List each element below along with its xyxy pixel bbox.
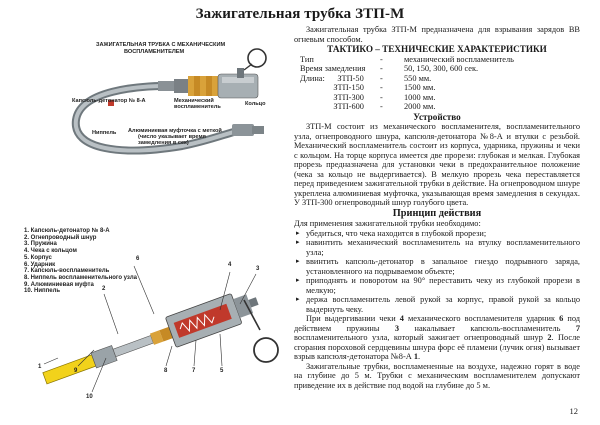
- spec-key: Время замедления: [300, 64, 366, 73]
- part-item: 8. Ниппель воспламенительного узла: [24, 274, 137, 281]
- callout-9: 9: [74, 368, 78, 374]
- callout-2: 2: [102, 286, 106, 292]
- intro-text: Зажигательная трубка ЗТП-М предназначена…: [294, 25, 580, 44]
- callout-6: 6: [136, 256, 140, 262]
- part-item: 6. Ударник: [24, 261, 56, 268]
- text-run: механического воспламенителя ударник: [403, 314, 560, 323]
- specs-list: Тип - механический воспламенитель Время за…: [294, 55, 580, 112]
- spec-value: механический воспламенитель: [404, 54, 514, 64]
- callout-4: 4: [228, 262, 232, 268]
- ignition-tube-drawing: [71, 48, 267, 155]
- text-run: При выдергивании чеки: [306, 314, 400, 323]
- ref-number: 6: [559, 314, 564, 323]
- list-item: навинтить механический воспламенитель на…: [294, 238, 580, 257]
- text-run: под действием пружины: [294, 314, 580, 333]
- list-item: приподнять и поворотом на 90° переставит…: [294, 276, 580, 295]
- spec-row: Длина: ЗТП-50 - 550 мм.: [300, 74, 580, 84]
- spec-value: 1500 мм.: [404, 83, 436, 92]
- ref-number: 2: [547, 333, 552, 342]
- spec-row: ЗТП-600 - 2000 мм.: [300, 102, 580, 112]
- figure-ignition-tube: ЗАЖИГАТЕЛЬНАЯ ТРУБКА С МЕХАНИЧЕСКИМ ВОСП…: [62, 34, 274, 184]
- callout-3: 3: [256, 266, 260, 272]
- text-run: накалывает капсюль-воспламенитель: [399, 323, 576, 333]
- caption-line-2: ВОСПЛАМЕНИТЕЛЕМ: [124, 49, 185, 55]
- spec-key: ЗТП-150: [300, 83, 364, 92]
- spec-key: Тип: [300, 54, 314, 64]
- page-title: Зажигательная трубка ЗТП-М: [195, 6, 405, 22]
- part-item: 7. Капсюль-воспламенитель: [24, 268, 110, 275]
- spec-key: ЗТП-600: [300, 102, 364, 111]
- ref-number: 3: [394, 323, 400, 333]
- spec-dash: -: [380, 54, 383, 64]
- label-nipple: Ниппель: [92, 130, 117, 136]
- cutaway-drawing: [42, 265, 279, 393]
- page-number: 12: [569, 406, 579, 416]
- spec-row: ЗТП-150 - 1500 мм.: [300, 83, 580, 93]
- spec-dash: -: [380, 64, 383, 73]
- part-item: 3. Пружина: [24, 241, 57, 248]
- text-run: . После сгорания пороховой сердцевины шн…: [294, 333, 580, 361]
- text-run: .: [418, 352, 421, 361]
- action-intro: Для применения зажигательной трубки необ…: [294, 219, 481, 228]
- callout-5: 5: [220, 368, 224, 374]
- spec-dash: -: [380, 92, 383, 102]
- callout-1: 1: [38, 364, 42, 370]
- spec-dash: -: [380, 73, 383, 83]
- part-item: 10. Ниппель: [24, 288, 61, 295]
- device-text: ЗТП-М состоит из механического воспламен…: [294, 122, 580, 207]
- spec-value: 1000 мм.: [404, 92, 436, 102]
- spec-dash: -: [380, 102, 383, 111]
- spec-dash: -: [380, 83, 383, 92]
- action-heading: Принцип действия: [392, 207, 482, 219]
- spec-row: Время замедления - 50, 150, 300, 600 сек.: [300, 64, 580, 74]
- part-item: 2. Огнепроводный шнур: [24, 234, 97, 241]
- spec-value: 2000 мм.: [404, 102, 436, 111]
- part-item: 9. Алюминиевая муфта: [24, 281, 94, 288]
- device-heading: Устройство: [413, 111, 461, 122]
- text-column: Зажигательная трубка ЗТП-М предназначена…: [294, 25, 580, 390]
- spec-value: 550 мм.: [404, 73, 432, 83]
- callout-7: 7: [192, 368, 196, 374]
- spec-row: ЗТП-300 - 1000 мм.: [300, 93, 580, 103]
- spec-key: Длина: ЗТП-50: [300, 73, 364, 83]
- label-mech-2: воспламенитель: [174, 104, 221, 110]
- ref-number: 4: [399, 314, 404, 323]
- spec-row: Тип - механический воспламенитель: [300, 55, 580, 65]
- caption-line-1: ЗАЖИГАТЕЛЬНАЯ ТРУБКА С МЕХАНИЧЕСКИМ: [96, 42, 226, 48]
- text-run: воспламенительного узла, который зажигае…: [294, 333, 548, 342]
- label-ring: Кольцо: [245, 101, 266, 107]
- label-capsule: Капсюль-детонатор № 8-А: [72, 98, 146, 104]
- action-paragraph-1: При выдергивании чеки 4 механического во…: [294, 314, 580, 362]
- bullet-list: убедиться, что чека находится в глубокой…: [294, 229, 580, 315]
- part-item: 4. Чека с кольцом: [24, 248, 77, 255]
- tth-heading: ТАКТИКО – ТЕХНИЧЕСКИЕ ХАРАКТЕРИСТИКИ: [327, 44, 547, 54]
- spec-value: 50, 150, 300, 600 сек.: [404, 64, 479, 73]
- label-clutch-3: замедления в сек): [138, 140, 189, 146]
- label-mech-1: Механический: [174, 98, 214, 104]
- figure-cutaway: 6 4 3 8 7 5 2 9 1 10: [14, 254, 284, 404]
- ref-number: 7: [575, 323, 581, 333]
- list-item: держа воспламенитель левой рукой за корп…: [294, 295, 580, 314]
- list-item: убедиться, что чека находится в глубокой…: [294, 229, 580, 239]
- label-clutch-1: Алюминиевая муфточка с меткой: [128, 128, 222, 134]
- ref-number: 1: [413, 352, 419, 361]
- part-item: 5. Корпус: [24, 254, 52, 261]
- callout-10: 10: [86, 394, 93, 400]
- callout-8: 8: [164, 368, 168, 374]
- spec-key: ЗТП-300: [300, 92, 364, 102]
- label-clutch-2: (число указывает время: [138, 134, 206, 140]
- part-item: 1. Капсюль-детонатор № 8-А: [24, 228, 110, 234]
- list-item: ввинтить капсюль-детонатор в запальное г…: [294, 257, 580, 276]
- action-paragraph-2: Зажигательные трубки, воспламененные на …: [294, 361, 580, 390]
